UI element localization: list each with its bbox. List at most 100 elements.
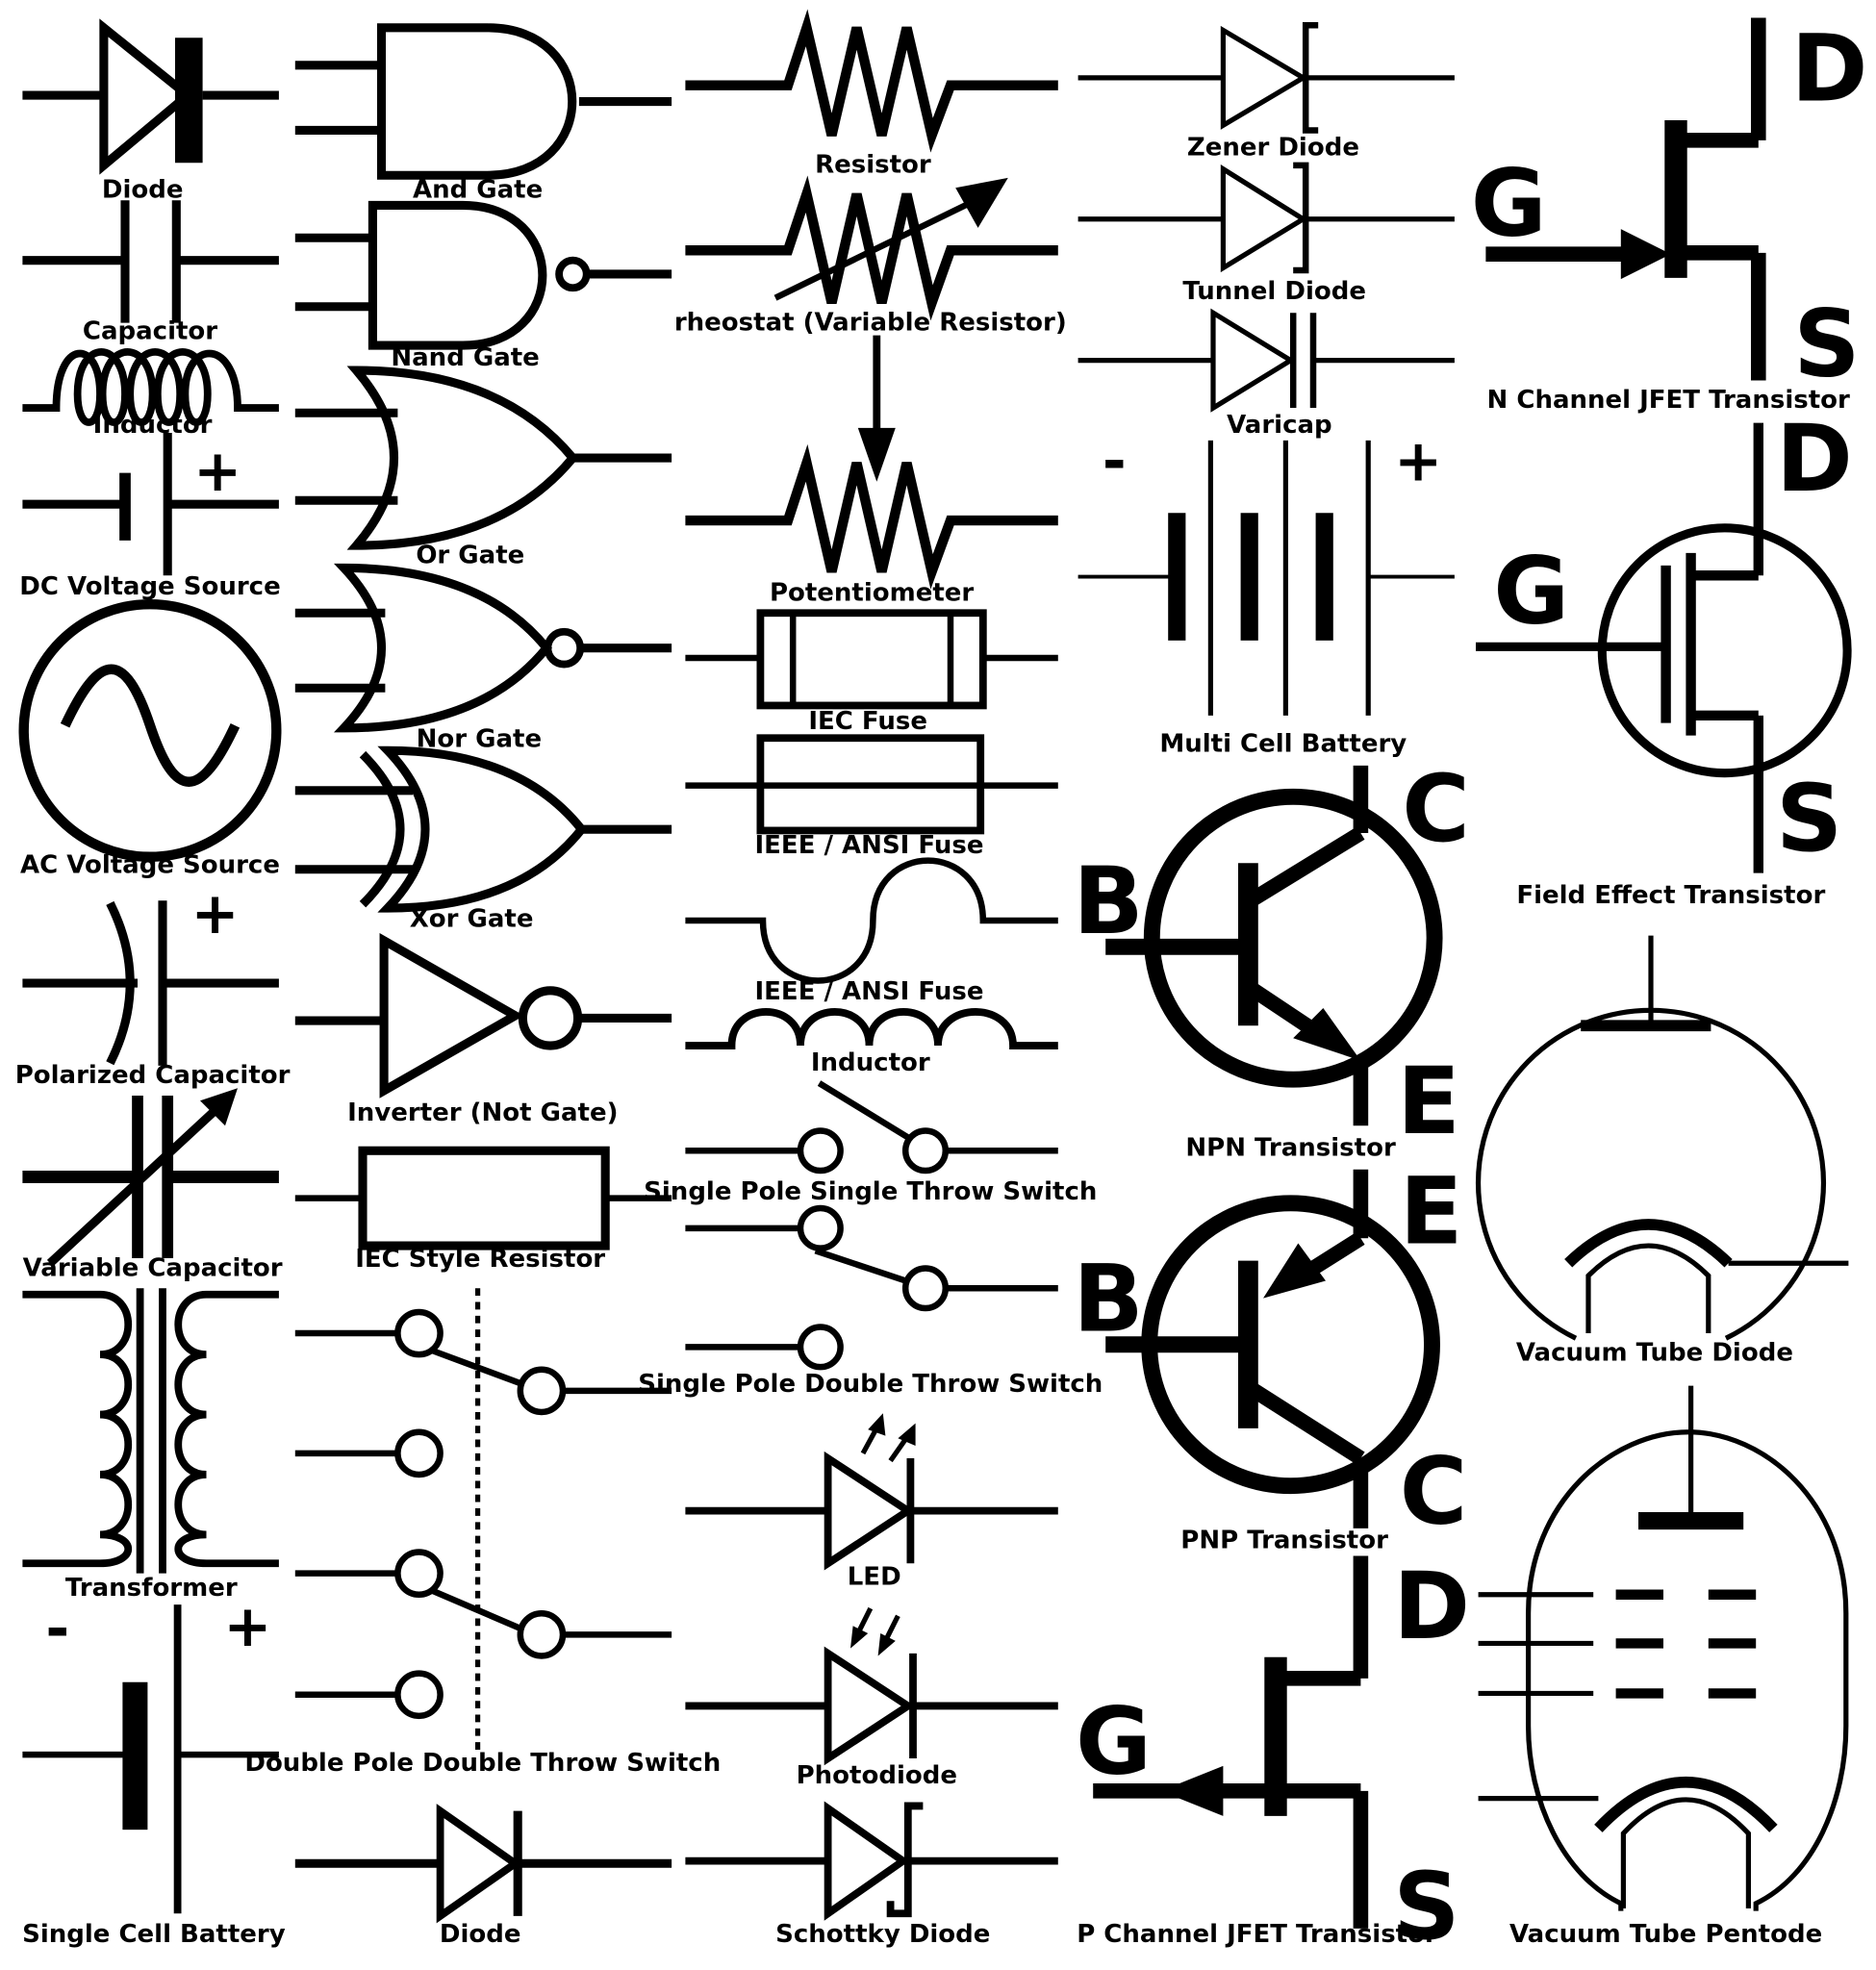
n-channel-jfet-label: N Channel JFET Transistor [1487,386,1850,415]
drain-pin-label: D [1393,1553,1470,1660]
or-gate-symbol: Or Gate [294,366,672,569]
ieee-ansi-fuse-symbol: IEEE / ANSI Fuse [685,734,1058,860]
photodiode-label: Photodiode [797,1761,957,1790]
and-gate-label: And Gate [413,176,543,205]
polarized-capacitor-label: Polarized Capacitor [15,1061,291,1090]
tunnel-diode-label: Tunnel Diode [1182,277,1366,306]
inductor-2-label: Inductor [811,1048,930,1077]
nor-gate-symbol: Nor Gate [294,563,672,753]
minus-sign: - [45,1596,69,1663]
plus-sign: + [191,880,240,947]
n-channel-jfet-symbol: D G S N Channel JFET Transistor [1471,14,1868,415]
iec-fuse-symbol: IEC Fuse [685,609,1058,736]
inductor-symbol: Inductor [22,348,279,440]
multi-cell-battery-label: Multi Cell Battery [1159,730,1407,759]
transformer-label: Transformer [65,1574,238,1603]
gate-pin-label: G [1493,538,1569,645]
ac-voltage-source-symbol: AC Voltage Source [18,598,282,880]
potentiometer-label: Potentiometer [770,578,974,607]
drain-pin-label: D [1776,405,1853,513]
dpdt-switch-symbol: Double Pole Double Throw Switch [244,1288,721,1778]
dpdt-switch-label: Double Pole Double Throw Switch [244,1749,721,1778]
transformer-symbol: Transformer [22,1288,279,1603]
rheostat-label: rheostat (Variable Resistor) [674,308,1067,337]
diode-symbol: Diode [22,18,279,205]
variable-capacitor-symbol: Variable Capacitor [22,1088,283,1282]
schottky-diode-symbol: Schottky Diode [685,1801,1058,1949]
varicap-label: Varicap [1227,411,1332,440]
variable-capacitor-label: Variable Capacitor [23,1253,283,1282]
inductor-label: Inductor [93,411,213,440]
ieee-ansi-fuse-label: IEEE / ANSI Fuse [755,831,984,860]
capacitor-label: Capacitor [83,317,217,346]
zener-diode-symbol: Zener Diode [1077,22,1455,162]
nor-gate-label: Nor Gate [417,724,542,753]
diode-label: Diode [102,176,184,205]
iec-style-resistor-symbol: IEC Style Resistor [294,1146,672,1274]
base-pin-label: B [1073,1245,1143,1352]
single-cell-battery-symbol: - + Single Cell Battery [22,1593,286,1949]
spst-switch-symbol: Single Pole Single Throw Switch [644,1080,1097,1206]
polarized-capacitor-symbol: + Polarized Capacitor [15,880,291,1090]
ieee-ansi-fuse-curve-symbol: IEEE / ANSI Fuse [685,857,1058,1006]
pnp-transistor-symbol: E B C PNP Transistor [1073,1157,1467,1554]
minus-sign: - [1103,427,1127,494]
led-symbol: LED [685,1413,1058,1591]
spdt-switch-label: Single Pole Double Throw Switch [638,1370,1103,1399]
or-gate-label: Or Gate [416,541,524,569]
plus-sign: + [1394,427,1442,494]
varicap-symbol: Varicap [1077,308,1455,440]
gate-pin-label: G [1471,150,1547,258]
and-gate-symbol: And Gate [294,23,672,205]
zener-diode-label: Zener Diode [1187,133,1359,162]
xor-gate-label: Xor Gate [410,905,534,934]
collector-pin-label: C [1400,1438,1468,1546]
tunnel-diode-symbol: Tunnel Diode [1077,162,1455,306]
diode-2-label: Diode [440,1920,521,1949]
ieee-ansi-fuse-2-label: IEEE / ANSI Fuse [755,977,984,1006]
dc-voltage-source-label: DC Voltage Source [19,572,280,601]
plus-sign: + [193,438,241,505]
led-label: LED [848,1562,901,1591]
field-effect-transistor-label: Field Effect Transistor [1516,881,1825,910]
p-channel-jfet-label: P Channel JFET Transistor [1077,1920,1437,1949]
diode-2-symbol: Diode [294,1804,672,1949]
base-pin-label: B [1073,847,1143,955]
spst-switch-label: Single Pole Single Throw Switch [644,1177,1097,1206]
plus-sign: + [223,1593,271,1660]
pnp-transistor-label: PNP Transistor [1180,1527,1388,1555]
npn-transistor-symbol: C B E NPN Transistor [1073,755,1469,1163]
npn-transistor-label: NPN Transistor [1185,1133,1396,1162]
source-pin-label: S [1776,765,1842,872]
emitter-pin-label: E [1397,1048,1460,1155]
source-pin-label: S [1393,1853,1459,1960]
vacuum-tube-diode-symbol: Vacuum Tube Diode [1476,935,1849,1368]
nand-gate-label: Nand Gate [391,343,539,372]
source-pin-label: S [1793,290,1860,397]
capacitor-symbol: Capacitor [22,200,279,346]
xor-gate-symbol: Xor Gate [294,745,672,934]
spdt-switch-symbol: Single Pole Double Throw Switch [638,1204,1103,1399]
schottky-diode-label: Schottky Diode [775,1920,990,1949]
gate-pin-label: G [1076,1688,1152,1796]
single-cell-battery-label: Single Cell Battery [22,1920,286,1949]
inverter-label: Inverter (Not Gate) [347,1099,618,1127]
inverter-symbol: Inverter (Not Gate) [294,933,672,1127]
rheostat-symbol: rheostat (Variable Resistor) [674,175,1067,337]
collector-pin-label: C [1402,755,1470,863]
p-channel-jfet-symbol: D G S P Channel JFET Transistor [1076,1553,1470,1960]
multi-cell-battery-symbol: - + Multi Cell Battery [1077,427,1455,759]
inductor-2-symbol: Inductor [685,1008,1058,1077]
ac-voltage-source-label: AC Voltage Source [20,851,280,880]
vacuum-tube-diode-label: Vacuum Tube Diode [1516,1339,1793,1368]
emitter-pin-label: E [1400,1157,1463,1265]
resistor-symbol: Resistor [685,9,1058,180]
field-effect-transistor-symbol: D G S Field Effect Transistor [1476,405,1853,910]
drain-pin-label: D [1791,14,1868,122]
vacuum-tube-pentode-label: Vacuum Tube Pentode [1509,1920,1822,1949]
nand-gate-symbol: Nand Gate [294,200,672,372]
vacuum-tube-pentode-symbol: Vacuum Tube Pentode [1478,1385,1849,1949]
iec-style-resistor-label: IEC Style Resistor [355,1245,605,1274]
